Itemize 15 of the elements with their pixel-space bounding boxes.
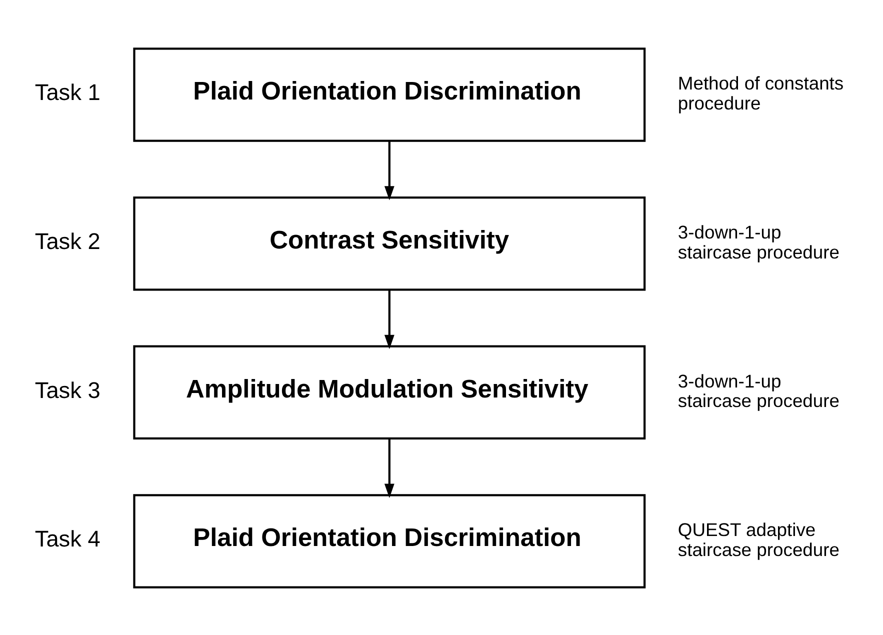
- node-label: Method of constants procedure: [678, 72, 844, 113]
- node-box: Plaid Orientation Discrimination: [133, 47, 646, 142]
- node-box: Amplitude Modulation Sensitivity: [133, 344, 646, 440]
- arrow: [384, 438, 394, 498]
- node-label: 3-down-1-up staircase procedure: [678, 370, 840, 411]
- node-label: Task 4: [34, 525, 100, 552]
- arrow: [384, 140, 394, 200]
- node-label: Task 1: [34, 78, 100, 105]
- node-box: Contrast Sensitivity: [133, 196, 646, 290]
- node-label: 3-down-1-up staircase procedure: [678, 220, 840, 262]
- node-box: Plaid Orientation Discrimination: [133, 494, 646, 588]
- node-label: Task 2: [34, 227, 100, 254]
- node-label: QUEST adaptive staircase procedure: [678, 518, 840, 560]
- arrow: [384, 290, 394, 349]
- node-label: Task 3: [34, 376, 100, 402]
